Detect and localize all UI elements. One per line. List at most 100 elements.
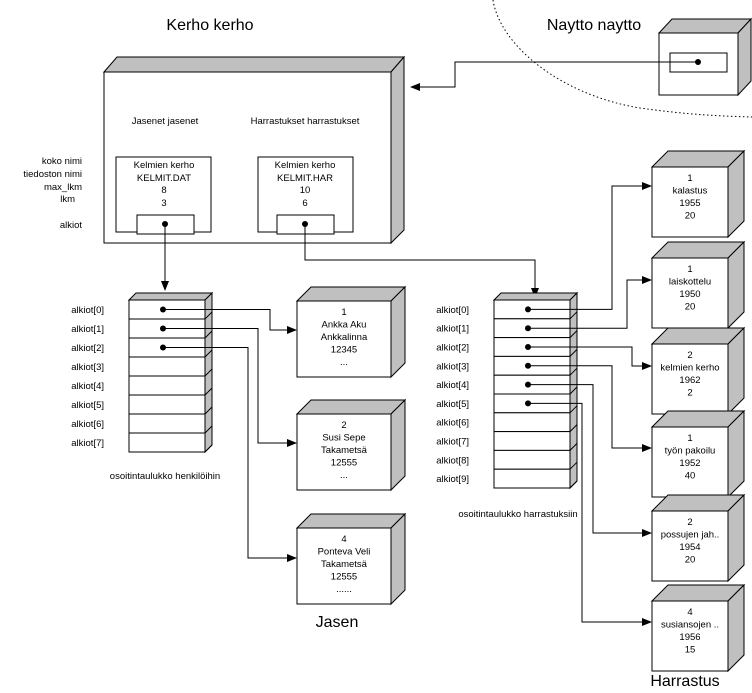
slot-edge	[569, 480, 578, 489]
naytto-object-box	[657, 17, 752, 97]
value-text: Kelmien kerho	[275, 160, 336, 171]
array-top-face	[127, 292, 214, 301]
pointer-arrow	[163, 309, 297, 334]
field-label: lkm	[60, 194, 75, 205]
object-field-text: 12555	[331, 458, 357, 469]
box-front-face	[651, 343, 729, 415]
box-front-face	[296, 300, 392, 378]
object-field-text: 1956	[679, 632, 700, 643]
slot-edge	[204, 406, 213, 415]
slot-edge	[204, 387, 213, 396]
slot-edge	[204, 349, 213, 358]
box-side-face	[727, 493, 745, 583]
slot-label: alkiot[5]	[71, 400, 104, 411]
field-label: koko nimi	[42, 156, 82, 167]
object-field-text: Ankkalinna	[321, 332, 368, 343]
array-slot	[128, 375, 206, 396]
object-field-text: 1	[341, 307, 346, 318]
harrastus-pointer-array: alkiot[0]alkiot[1]alkiot[2]alkiot[3]alki…	[436, 291, 579, 490]
object-field-text: 20	[685, 211, 696, 222]
object-field-text: 4	[687, 607, 692, 618]
slot-edge	[204, 368, 213, 377]
box-top-face	[295, 399, 407, 415]
field-label: tiedoston nimi	[23, 169, 82, 180]
pointer-arrow	[163, 328, 297, 447]
slot-edge	[569, 367, 578, 376]
slot-label: alkiot[0]	[436, 305, 469, 316]
object-field-text: 40	[685, 471, 696, 482]
value-text: 6	[302, 198, 307, 209]
box-top-face	[295, 513, 407, 529]
array-slot	[128, 356, 206, 377]
jasenet-title: Jasenet jasenet	[132, 116, 199, 127]
object-field-text: 2	[687, 517, 692, 528]
harrastukset-title: Harrastukset harrastukset	[251, 116, 360, 127]
slot-edge	[569, 386, 578, 395]
box-side-face	[390, 398, 406, 492]
jasen-array-caption: osoitintaulukko henkilöihin	[110, 471, 220, 482]
array-slot	[128, 413, 206, 434]
array-slot	[493, 412, 571, 433]
object-field-text: Takametsä	[321, 559, 368, 570]
jasen-pointer-array: alkiot[0]alkiot[1]alkiot[2]alkiot[3]alki…	[71, 291, 214, 454]
slot-label: alkiot[9]	[436, 474, 469, 485]
box-front-face	[296, 413, 392, 491]
object-field-text: kelmien kerho	[660, 363, 719, 374]
slot-edge	[204, 444, 213, 453]
slot-edge	[204, 330, 213, 339]
box-side-face	[390, 512, 406, 606]
slot-label: alkiot[1]	[436, 324, 469, 335]
box-side-face	[727, 583, 745, 673]
slot-label: alkiot[7]	[71, 438, 104, 449]
slot-label: alkiot[4]	[436, 380, 469, 391]
object-field-text: laiskottelu	[669, 277, 711, 288]
object-field-text: 4	[341, 534, 346, 545]
object-field-text: 1954	[679, 542, 700, 553]
kerho-field-labels: koko nimi tiedoston nimi max_lkm lkm alk…	[23, 156, 82, 231]
value-text: KELMIT.HAR	[277, 173, 333, 184]
box-front-face	[651, 166, 729, 238]
box-front-face	[651, 257, 729, 329]
array-slot	[493, 468, 571, 489]
slot-label: alkiot[6]	[436, 418, 469, 429]
box-front-face	[651, 510, 729, 582]
object-field-text: 1950	[679, 289, 700, 300]
box-front-face	[296, 527, 392, 605]
slot-edge	[569, 349, 578, 357]
object-field-text: ...	[340, 470, 348, 481]
array-slot	[128, 432, 206, 453]
object-field-text: Ponteva Veli	[318, 547, 371, 558]
box-top-face	[295, 286, 407, 302]
slot-label: alkiot[4]	[71, 381, 104, 392]
object-field-text: 2	[687, 388, 692, 399]
object-field-text: 1	[687, 173, 692, 184]
field-label: alkiot	[60, 220, 83, 231]
object-field-text: ......	[336, 584, 352, 595]
jasenet-values: Kelmien kerho KELMIT.DAT 8 3	[134, 160, 195, 209]
object-field-text: 12555	[331, 572, 357, 583]
naytto-to-kerho-arrow	[410, 61, 698, 91]
naytto-title: Naytto naytto	[547, 17, 641, 34]
object-field-text: työn pakoilu	[665, 446, 716, 457]
slot-label: alkiot[1]	[71, 324, 104, 335]
object-field-text: 1952	[679, 458, 700, 469]
pointer-arrow	[528, 365, 652, 452]
object-field-text: 20	[685, 302, 696, 313]
harrastus-objects: 1kalastus1955201laiskottelu1950202kelmie…	[650, 149, 746, 673]
box-side-face	[390, 285, 406, 379]
box-side-face	[727, 240, 745, 330]
object-field-text: 1	[687, 433, 692, 444]
box-side-face	[727, 149, 745, 239]
field-label: max_lkm	[44, 182, 82, 193]
array-slot	[493, 449, 571, 470]
naytto-boundary-dotted	[492, 0, 752, 118]
slot-edge	[204, 425, 213, 434]
